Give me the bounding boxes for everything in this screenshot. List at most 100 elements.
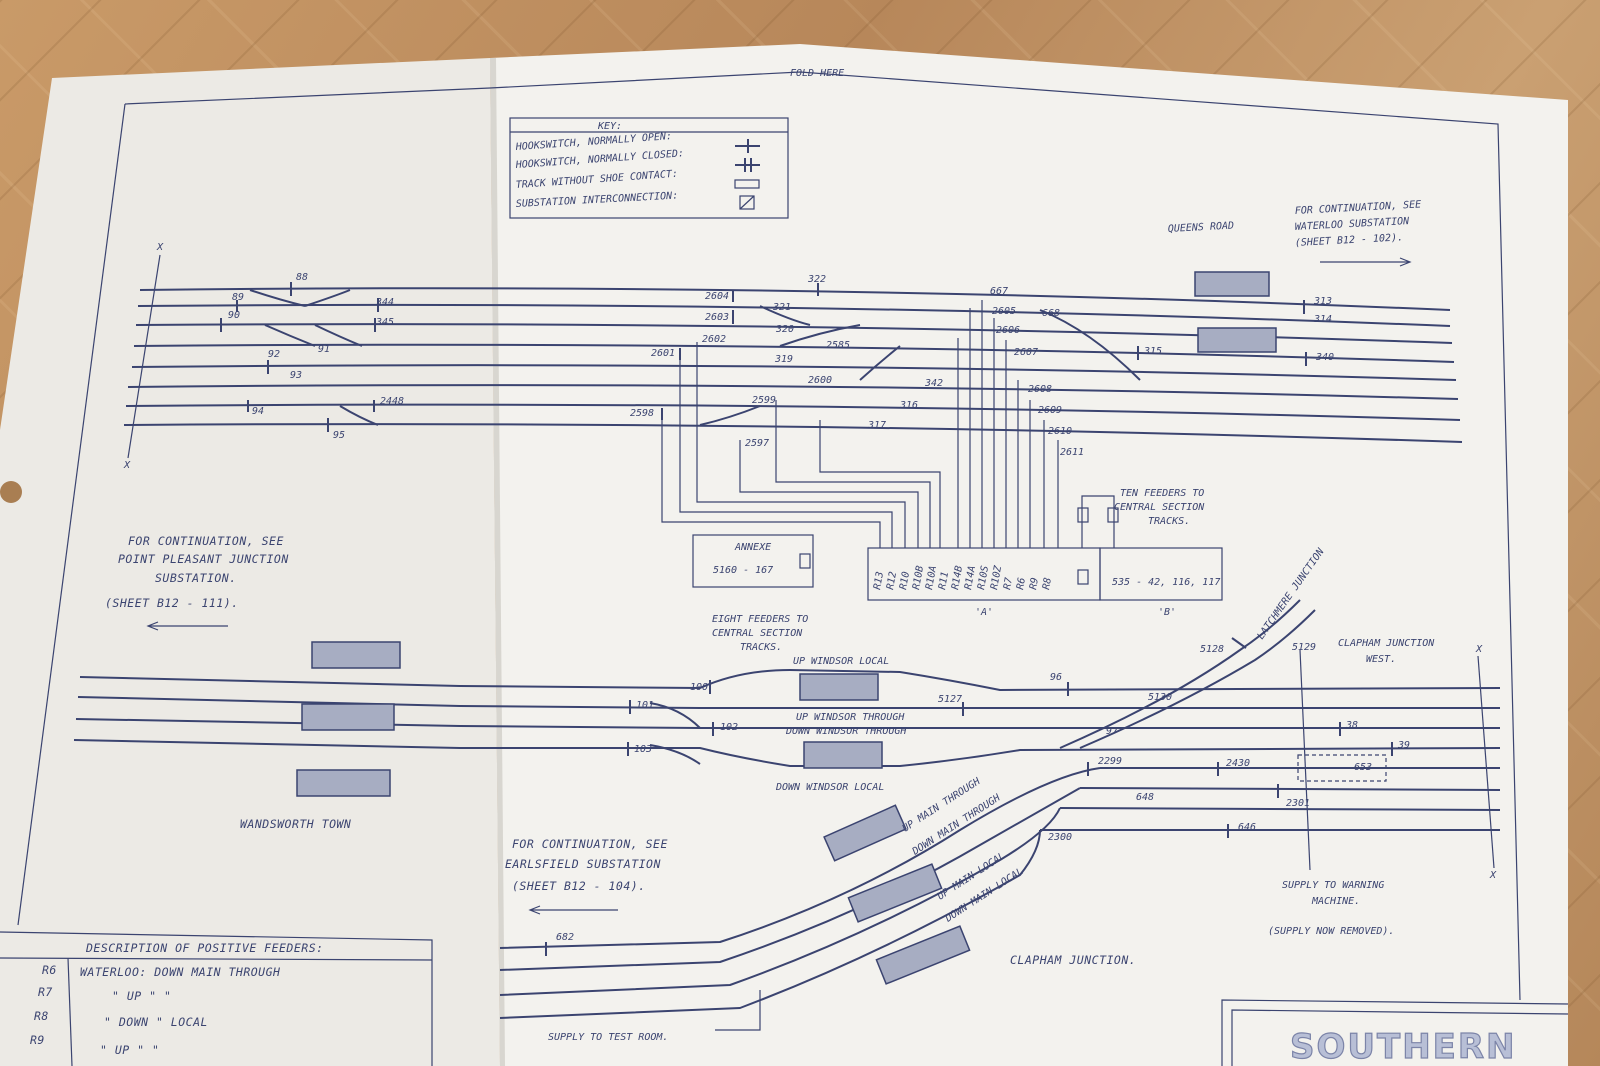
svg-text:" DOWN " LOCAL: " DOWN " LOCAL bbox=[104, 1015, 208, 1029]
bottom-notes: WANDSWORTH TOWN CLAPHAM JUNCTION. FOR CO… bbox=[240, 817, 1394, 1043]
top-switch-ticks bbox=[220, 282, 1307, 432]
svg-text:2606: 2606 bbox=[996, 325, 1020, 336]
svg-text:93: 93 bbox=[290, 370, 302, 381]
platform-wandsworth-1 bbox=[311, 641, 401, 669]
svg-text:2602: 2602 bbox=[702, 334, 726, 345]
x-mark-right-bottom: X bbox=[1489, 870, 1497, 881]
svg-text:100: 100 bbox=[690, 682, 708, 693]
svg-text:TEN FEEDERS TO: TEN FEEDERS TO bbox=[1120, 488, 1204, 499]
wandsworth-town-label: WANDSWORTH TOWN bbox=[240, 817, 351, 831]
bottom-track-group: X X bbox=[73, 599, 1501, 1019]
platform-queens-road-2 bbox=[1197, 327, 1277, 353]
svg-text:90: 90 bbox=[228, 310, 240, 321]
svg-text:317: 317 bbox=[867, 420, 886, 431]
svg-text:535 - 42, 116, 117: 535 - 42, 116, 117 bbox=[1112, 577, 1220, 588]
svg-text:315: 315 bbox=[1143, 346, 1162, 357]
svg-text:313: 313 bbox=[1313, 296, 1332, 307]
svg-text:2600: 2600 bbox=[808, 375, 832, 386]
svg-text:344: 344 bbox=[375, 297, 394, 308]
svg-text:2597: 2597 bbox=[745, 438, 769, 449]
svg-text:91: 91 bbox=[318, 344, 330, 355]
svg-text:94: 94 bbox=[252, 406, 264, 417]
svg-text:R7: R7 bbox=[38, 985, 53, 999]
svg-text:R13: R13 bbox=[872, 571, 886, 591]
platform-wandsworth-3 bbox=[296, 769, 391, 797]
svg-text:FOR CONTINUATION, SEE: FOR CONTINUATION, SEE bbox=[512, 837, 668, 851]
svg-text:WATERLOO: DOWN MAIN THROUGH: WATERLOO: DOWN MAIN THROUGH bbox=[80, 965, 280, 979]
x-mark-bottom-left: X bbox=[123, 460, 131, 471]
svg-text:R10Z: R10Z bbox=[989, 564, 1004, 591]
right-page bbox=[490, 44, 1568, 1066]
top-switch-labels: 88 89 90 344 345 91 92 93 94 2448 95 260… bbox=[228, 272, 1334, 458]
svg-text:2301: 2301 bbox=[1286, 798, 1310, 809]
svg-text:R8: R8 bbox=[34, 1009, 49, 1023]
svg-text:2299: 2299 bbox=[1098, 756, 1122, 767]
svg-text:2611: 2611 bbox=[1060, 447, 1084, 458]
svg-text:2599: 2599 bbox=[752, 395, 776, 406]
svg-text:DOWN WINDSOR THROUGH: DOWN WINDSOR THROUGH bbox=[785, 726, 907, 737]
svg-text:CENTRAL SECTION: CENTRAL SECTION bbox=[712, 628, 803, 639]
svg-text:2300: 2300 bbox=[1048, 832, 1072, 843]
svg-text:667: 667 bbox=[990, 286, 1008, 297]
svg-text:5128: 5128 bbox=[1200, 644, 1224, 655]
svg-text:319: 319 bbox=[774, 354, 793, 365]
svg-text:DESCRIPTION OF POSITIVE FEEDER: DESCRIPTION OF POSITIVE FEEDERS: bbox=[85, 941, 324, 955]
svg-text:TRACKS.: TRACKS. bbox=[1148, 516, 1190, 527]
svg-text:R10S: R10S bbox=[976, 565, 991, 591]
svg-text:101: 101 bbox=[636, 700, 654, 711]
feeder-board-b: 535 - 42, 116, 117 'B' TEN FEEDERS TO CE… bbox=[1099, 488, 1223, 618]
svg-text:'B': 'B' bbox=[1158, 607, 1176, 618]
svg-text:103: 103 bbox=[634, 744, 652, 755]
svg-text:(SHEET B12 - 111).: (SHEET B12 - 111). bbox=[105, 596, 239, 610]
platform-clapham-2 bbox=[847, 863, 943, 923]
sheet-border-left bbox=[17, 103, 126, 926]
svg-text:(SUPPLY NOW REMOVED).: (SUPPLY NOW REMOVED). bbox=[1268, 926, 1394, 937]
svg-text:R9: R9 bbox=[30, 1033, 45, 1047]
svg-text:340: 340 bbox=[1315, 352, 1334, 363]
feeder-lines bbox=[661, 300, 1115, 548]
svg-text:342: 342 bbox=[924, 378, 943, 389]
svg-text:CENTRAL SECTION: CENTRAL SECTION bbox=[1114, 502, 1205, 513]
svg-text:2609: 2609 bbox=[1038, 405, 1062, 416]
platform-clapham-3 bbox=[875, 925, 971, 985]
svg-text:WEST.: WEST. bbox=[1366, 654, 1396, 665]
svg-text:682: 682 bbox=[556, 932, 574, 943]
svg-text:" UP " ": " UP " " bbox=[112, 989, 171, 1003]
svg-text:653: 653 bbox=[1354, 762, 1372, 773]
svg-text:R10: R10 bbox=[898, 571, 912, 591]
svg-text:96: 96 bbox=[1050, 672, 1062, 683]
svg-text:89: 89 bbox=[232, 292, 244, 303]
svg-text:322: 322 bbox=[807, 274, 826, 285]
svg-text:2430: 2430 bbox=[1226, 758, 1250, 769]
svg-text:345: 345 bbox=[375, 317, 394, 328]
svg-text:SUPPLY TO WARNING: SUPPLY TO WARNING bbox=[1282, 880, 1384, 891]
svg-text:320: 320 bbox=[775, 324, 794, 335]
svg-text:2605: 2605 bbox=[992, 306, 1016, 317]
svg-text:CLAPHAM JUNCTION: CLAPHAM JUNCTION bbox=[1338, 638, 1435, 649]
svg-text:R6: R6 bbox=[42, 963, 57, 977]
svg-text:EARLSFIELD SUBSTATION: EARLSFIELD SUBSTATION bbox=[505, 857, 661, 871]
svg-text:39: 39 bbox=[1397, 740, 1410, 751]
svg-text:R7: R7 bbox=[1002, 577, 1015, 591]
punch-hole bbox=[0, 481, 22, 503]
svg-text:'A': 'A' bbox=[975, 607, 993, 618]
svg-text:R6: R6 bbox=[1015, 577, 1028, 591]
svg-text:R8: R8 bbox=[1041, 577, 1054, 591]
fold-here-label: FOLD HERE bbox=[790, 68, 844, 79]
x-mark-right-top: X bbox=[1475, 644, 1483, 655]
svg-text:2598: 2598 bbox=[630, 408, 654, 419]
svg-text:5129: 5129 bbox=[1292, 642, 1316, 653]
svg-text:QUEENS ROAD: QUEENS ROAD bbox=[1168, 221, 1235, 235]
top-track-group: X X bbox=[123, 242, 1463, 471]
svg-text:R10A: R10A bbox=[924, 565, 939, 591]
svg-text:314: 314 bbox=[1313, 314, 1332, 325]
svg-text:(SHEET B12 - 104).: (SHEET B12 - 104). bbox=[512, 879, 646, 893]
svg-text:2608: 2608 bbox=[1028, 384, 1052, 395]
svg-text:5130: 5130 bbox=[1148, 692, 1172, 703]
svg-text:5160 - 167: 5160 - 167 bbox=[713, 565, 773, 576]
svg-text:102: 102 bbox=[720, 722, 738, 733]
svg-text:R10B: R10B bbox=[911, 565, 926, 591]
svg-text:DOWN WINDSOR LOCAL: DOWN WINDSOR LOCAL bbox=[775, 782, 884, 793]
bottom-switch-ticks bbox=[545, 637, 1393, 956]
